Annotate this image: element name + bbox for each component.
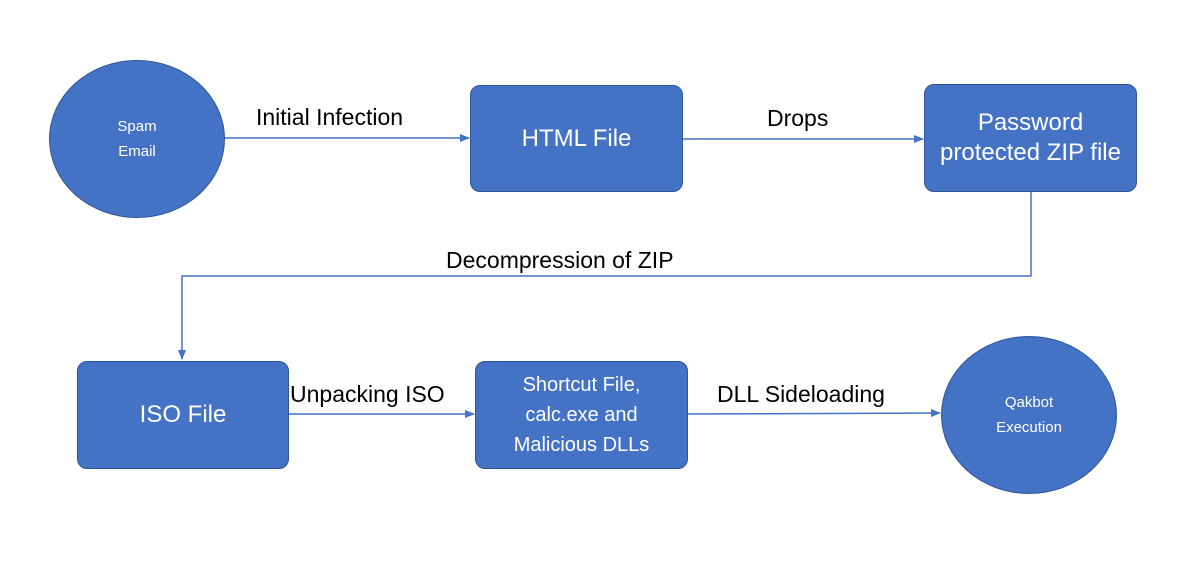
arrow-zip-to-iso: [178, 192, 1032, 360]
iso-file-node: ISO File: [77, 361, 289, 469]
qakbot-execution-label: Qakbot Execution: [996, 393, 1062, 437]
shortcut-file-node: Shortcut File, calc.exe and Malicious DL…: [475, 361, 688, 469]
html-file-node: HTML File: [470, 85, 683, 192]
edge-label-unpacking-iso: Unpacking ISO: [290, 381, 445, 407]
arrow-shortcut-to-qakbot: [687, 409, 941, 418]
html-file-label: HTML File: [521, 124, 632, 152]
spam-email-label: Spam Email: [117, 117, 157, 161]
zip-file-node: Password protected ZIP file: [924, 84, 1137, 192]
edge-label-drops: Drops: [767, 105, 829, 131]
shortcut-file-label: Shortcut File, calc.exe and Malicious DL…: [513, 374, 650, 456]
edge-label-decompression: Decompression of ZIP: [446, 247, 674, 273]
iso-file-label: ISO File: [139, 401, 227, 428]
edge-label-initial-infection: Initial Infection: [256, 104, 404, 130]
qakbot-execution-node: Qakbot Execution: [941, 336, 1117, 494]
zip-file-label: Password protected ZIP file: [940, 109, 1121, 166]
spam-email-node: Spam Email: [49, 60, 225, 218]
edge-label-dll-sideloading: DLL Sideloading: [717, 381, 885, 407]
